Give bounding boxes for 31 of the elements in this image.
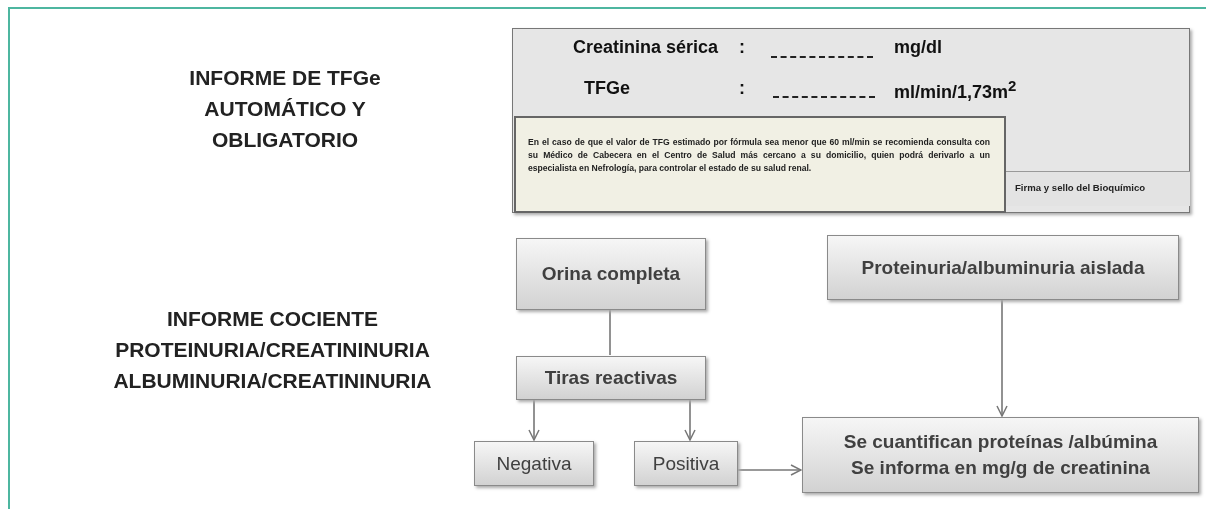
report-form-panel (512, 28, 1190, 213)
signature-caption: Firma y sello del Bioquímico (1015, 182, 1146, 193)
process-box (516, 238, 706, 310)
box-text: Tiras reactivas (544, 366, 678, 390)
field-label: Creatinina sérica (573, 37, 719, 58)
box-text: Se informa en mg/g de creatinina (851, 456, 1150, 480)
arrow (684, 399, 696, 441)
box-text: Proteinuria/albuminuria aislada (861, 255, 1145, 280)
process-box (802, 417, 1199, 493)
notice-box (514, 116, 1006, 213)
process-box (634, 441, 738, 486)
notice-text: En el caso de que el valor de TFG estimado por fórmula sea menor que 60 ml/min se recomienda consulta con su Médico de Cabecera en el Centro de Salud más cercano a su domicilio, quien podrá derivarlo a un especialista en Nefrología, para controlar el estado de su salud renal. (528, 136, 990, 175)
colon: : (739, 78, 745, 99)
field-label: TFGe (584, 78, 630, 99)
colon: : (739, 37, 745, 58)
process-box (827, 235, 1179, 300)
process-box (474, 441, 594, 486)
connector-line (609, 309, 611, 356)
signature-area (1006, 171, 1190, 206)
arrow (528, 399, 540, 441)
section-heading: INFORME COCIENTE PROTEINURIA/CREATININURIA ALBUMINURIA/CREATININURIA (112, 306, 433, 394)
box-text: Positiva (652, 451, 720, 476)
section-heading: INFORME DE TFGe AUTOMÁTICO Y OBLIGATORIO (188, 65, 382, 153)
arrow (996, 299, 1008, 417)
process-box (516, 356, 706, 400)
box-text: Orina completa (541, 262, 681, 286)
unit-label: mg/dl (894, 37, 942, 58)
arrow (737, 464, 802, 476)
box-text: Se cuantifican proteínas /albúmina (843, 430, 1158, 454)
box-text: Negativa (496, 451, 572, 476)
unit-label: ml/min/1,73m$^{2}$ (894, 77, 1017, 103)
